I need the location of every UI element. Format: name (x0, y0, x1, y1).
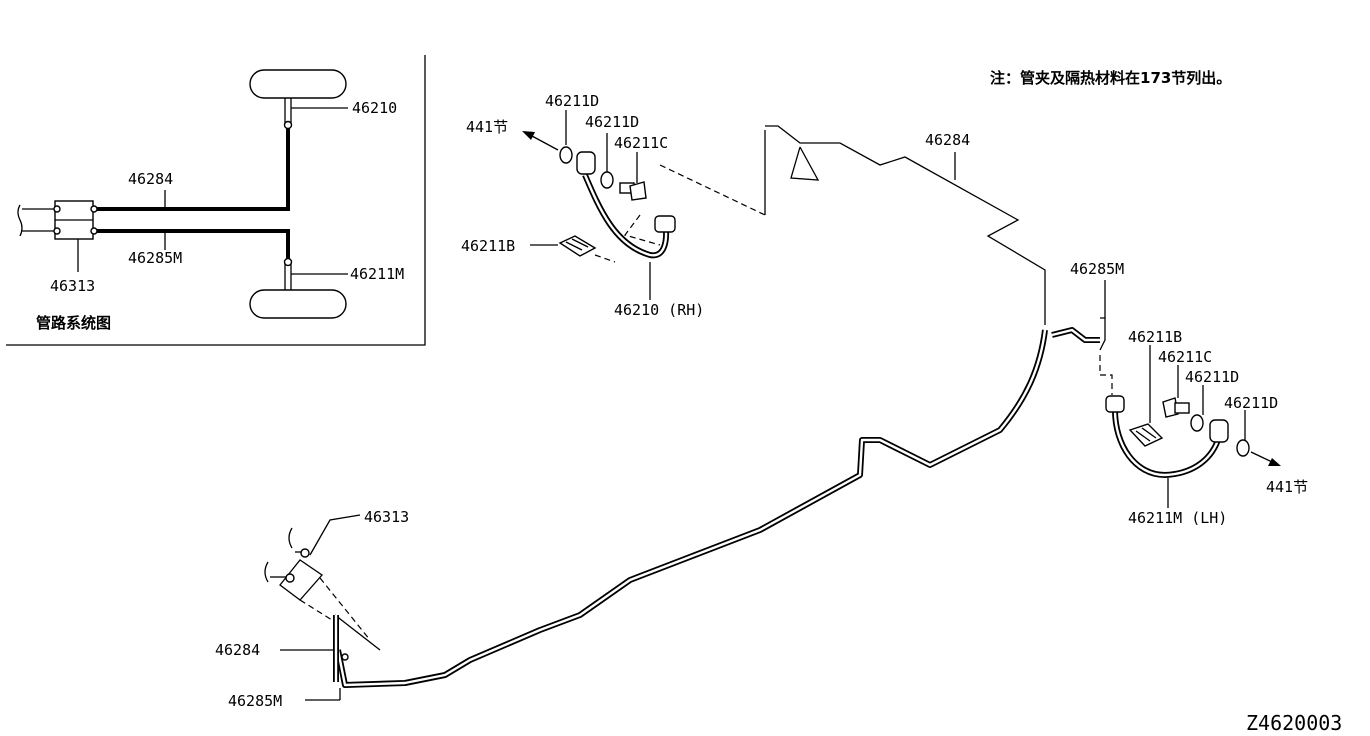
rh-label-bolt: 46211C (614, 134, 668, 152)
rh-washer-2 (600, 171, 614, 189)
inset-label-lh-hose: 46211M (350, 265, 404, 283)
lh-hose-assembly: 46285M 46211B 46211C 46211D 46211D 441节 … (1070, 260, 1308, 527)
lh-label-washer-1: 46211D (1185, 368, 1239, 386)
inset-wheel-left (249, 289, 347, 319)
inset-title: 管路系统图 (36, 314, 111, 332)
rh-clip (558, 235, 597, 257)
lh-washer-2 (1236, 439, 1250, 457)
diagram-code: Z4620003 (1246, 711, 1342, 735)
lh-washer-1 (1190, 414, 1204, 432)
inset-label-connector: 46313 (50, 277, 95, 295)
front-label-tube-b: 46285M (228, 692, 282, 710)
inset-main-tube (96, 128, 290, 211)
rh-washer-1 (559, 146, 573, 164)
lh-bolt (1162, 397, 1179, 418)
rh-hose-assembly: 441节 46211D 46211D 46211C 46211B 46210 (… (461, 92, 766, 319)
lh-label-clip: 46211B (1128, 328, 1182, 346)
inset-label-main-tube: 46284 (128, 170, 173, 188)
inset-label-rh-hose: 46210 (352, 99, 397, 117)
rh-label-washer-1: 46211D (545, 92, 599, 110)
rh-label-hose: 46210 (RH) (614, 301, 704, 319)
main-brake-tube: 46284 (335, 125, 1100, 688)
rh-label-washer-2: 46211D (585, 113, 639, 131)
lh-ref-section: 441节 (1266, 478, 1308, 496)
front-label-connector: 46313 (364, 508, 409, 526)
inset-frame (6, 55, 426, 346)
inset-wheel-right (249, 69, 347, 99)
lh-label-tube: 46285M (1070, 260, 1124, 278)
inset-label-second-tube: 46285M (128, 249, 182, 267)
label-tube-top: 46284 (925, 131, 970, 149)
front-connector-area: 46313 46284 46285M (215, 508, 409, 710)
front-label-tube-a: 46284 (215, 641, 260, 659)
lh-label-hose: 46211M (LH) (1128, 509, 1227, 527)
piping-system-inset: 46210 46211M 46284 46285M 46313 管路系统图 (6, 55, 426, 346)
rh-ref-section: 441节 (466, 118, 508, 136)
inset-second-tube (96, 229, 290, 259)
front-connector (279, 559, 323, 601)
lh-clip (1128, 423, 1164, 447)
lh-label-bolt: 46211C (1158, 348, 1212, 366)
lh-label-washer-2: 46211D (1224, 394, 1278, 412)
note-text: 注：管夹及隔热材料在173节列出。 (990, 69, 1231, 87)
rh-label-clip: 46211B (461, 237, 515, 255)
